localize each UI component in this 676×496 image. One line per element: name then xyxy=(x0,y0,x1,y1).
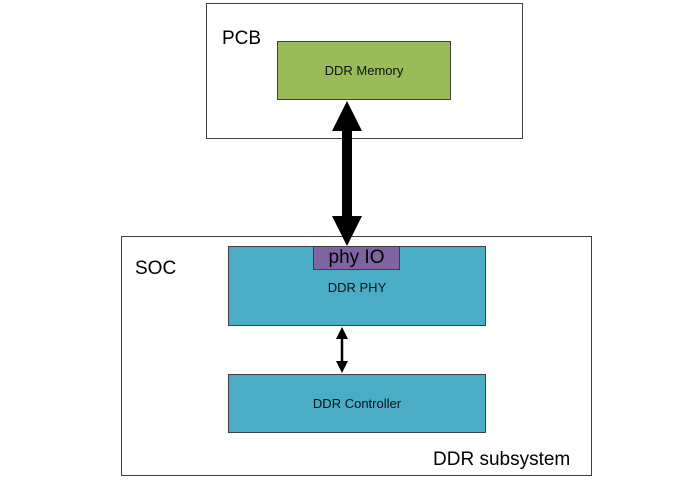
ddr-memory-block: DDR Memory xyxy=(277,41,451,100)
phy-controller-arrow xyxy=(336,327,348,373)
ddr-phy-block: DDR PHY xyxy=(228,246,486,326)
phy-io-label: phy IO xyxy=(328,247,385,268)
pcb-label: PCB xyxy=(222,28,262,49)
ddr-subsystem-label: DDR subsystem xyxy=(433,449,571,470)
ddr-memory-label: DDR Memory xyxy=(324,63,404,78)
ddr-phy-label: DDR PHY xyxy=(327,280,387,295)
phy-io-block: phy IO xyxy=(313,246,400,270)
memory-phy-bus-arrow xyxy=(332,101,362,246)
ddr-controller-block: DDR Controller xyxy=(228,374,486,433)
ddr-controller-label: DDR Controller xyxy=(312,396,402,411)
soc-label: SOC xyxy=(135,258,177,279)
